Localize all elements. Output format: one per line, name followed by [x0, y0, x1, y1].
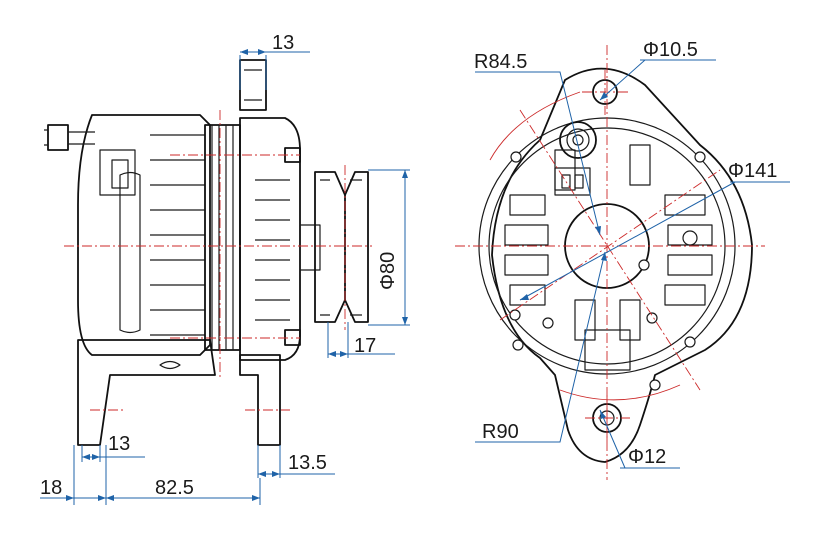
- stator-laminations: [211, 125, 234, 350]
- vent-slots: [504, 144, 713, 371]
- dim-ear-lower: 13: [108, 433, 130, 455]
- dim-left-offset: 18: [40, 477, 62, 499]
- dim-pulley-dia: Φ80: [377, 252, 399, 290]
- dim-radius-lower: R90: [482, 421, 519, 443]
- housing-bolts: [509, 151, 706, 391]
- right-mount-foot: [239, 354, 281, 446]
- lower-stud: [284, 329, 301, 346]
- dim-pulley-width: 17: [354, 335, 376, 357]
- dim-mount-span: 82.5: [155, 477, 194, 499]
- front-fins: [255, 179, 290, 321]
- front-housing-outline: [491, 67, 753, 463]
- side-view: [44, 59, 372, 446]
- dim-hole-lower: Φ12: [628, 446, 666, 468]
- pulley: [314, 171, 369, 323]
- top-mount-ear: [239, 59, 267, 111]
- front-dimensions: [475, 59, 790, 469]
- front-housing: [239, 117, 301, 361]
- terminal-post: [559, 121, 597, 159]
- side-dimensions: [40, 49, 410, 505]
- dim-radius-upper: R84.5: [474, 51, 527, 73]
- dim-body-dia: Φ141: [728, 160, 777, 182]
- dim-top-ear: 13: [272, 32, 294, 54]
- dim-right-ear: 13.5: [288, 452, 327, 474]
- rear-fins: [99, 134, 205, 336]
- lower-mount-foot: [77, 339, 216, 446]
- front-view: [455, 45, 765, 480]
- terminal-bolt: [47, 124, 69, 151]
- upper-stud: [284, 147, 301, 163]
- shaft-nut: [299, 224, 321, 271]
- dim-hole-upper: Φ10.5: [643, 39, 698, 61]
